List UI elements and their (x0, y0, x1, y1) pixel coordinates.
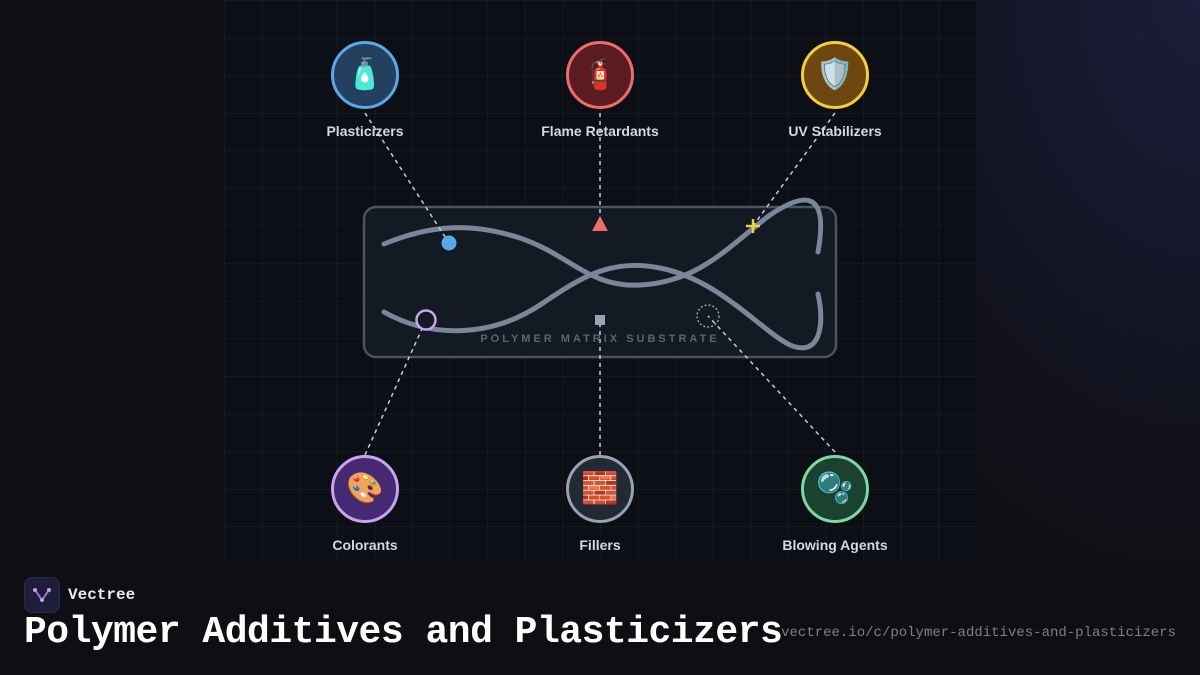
node-label-colorants: Colorants (332, 537, 398, 553)
node-blowing-agents[interactable]: 🫧 Blowing Agents (735, 455, 935, 553)
lotion-bottle-icon: 🧴 (331, 41, 399, 109)
connector-plasticizers (364, 112, 450, 244)
bubbles-icon: 🫧 (801, 455, 869, 523)
page-title: Polymer Additives and Plasticizers (24, 611, 783, 654)
filler-marker (595, 315, 605, 325)
flame-retardant-marker (592, 216, 608, 231)
uv-stabilizer-marker (746, 219, 760, 233)
substrate-label: POLYMER MATRIX SUBSTRATE (480, 333, 720, 345)
brand[interactable]: Vectree (24, 577, 135, 613)
colorant-marker (415, 309, 437, 331)
node-fillers[interactable]: 🧱 Fillers (500, 455, 700, 553)
node-plasticizers[interactable]: 🧴 Plasticizers (265, 41, 465, 139)
node-label-plasticizers: Plasticizers (326, 123, 404, 139)
connector-colorants (364, 319, 427, 456)
node-label-uv-stabilizers: UV Stabilizers (788, 123, 882, 139)
fire-extinguisher-icon: 🧯 (566, 41, 634, 109)
footer: Vectree Polymer Additives and Plasticize… (0, 563, 1200, 675)
node-flame-retardants[interactable]: 🧯 Flame Retardants (500, 41, 700, 139)
polymer-chain-2 (381, 262, 824, 351)
blowing-agent-marker (696, 304, 720, 328)
plasticizer-marker (441, 235, 457, 251)
brick-icon: 🧱 (566, 455, 634, 523)
node-label-fillers: Fillers (579, 537, 621, 553)
polymer-chain-1 (381, 197, 824, 288)
node-label-flame-retardants: Flame Retardants (541, 123, 659, 139)
connector-blowing-agents (707, 315, 836, 453)
vectree-logo-icon (24, 577, 60, 613)
node-colorants[interactable]: 🎨 Colorants (265, 455, 465, 553)
diagram-svg (362, 112, 838, 456)
page-url[interactable]: vectree.io/c/polymer-additives-and-plast… (781, 625, 1176, 641)
shield-icon: 🛡️ (801, 41, 869, 109)
node-uv-stabilizers[interactable]: 🛡️ UV Stabilizers (735, 41, 935, 139)
brand-name: Vectree (68, 586, 136, 604)
node-label-blowing-agents: Blowing Agents (782, 537, 888, 553)
palette-icon: 🎨 (331, 455, 399, 523)
